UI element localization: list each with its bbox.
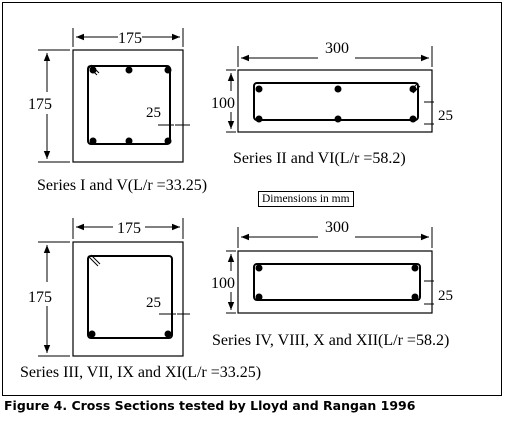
rebar — [409, 115, 417, 123]
section-square-bottom: 175 175 25 Series III, VII, IX and XI(L/… — [20, 218, 261, 381]
rebar — [125, 137, 133, 145]
section-outline — [237, 69, 433, 133]
stirrup-hook — [87, 64, 100, 76]
height-dimension-label: 100 — [211, 95, 235, 112]
rebar — [409, 85, 417, 93]
rebar — [164, 330, 172, 338]
rebar-group — [88, 330, 172, 338]
section-outline — [72, 49, 184, 163]
series-label: Series II and VI(L/r =58.2) — [233, 150, 406, 167]
rebar — [255, 264, 263, 272]
height-dimension-label: 175 — [28, 289, 52, 306]
width-dimension-label: 300 — [325, 219, 349, 236]
stirrup — [87, 255, 173, 339]
rebar — [255, 115, 263, 123]
figure-caption: Figure 4. Cross Sections tested by Lloyd… — [4, 398, 416, 413]
cover-dimension-label: 25 — [146, 105, 161, 121]
figure-frame — [2, 2, 502, 396]
rebar — [334, 115, 342, 123]
rebar — [334, 85, 342, 93]
rebar-group — [255, 264, 419, 301]
rebar — [89, 137, 97, 145]
width-dimension-label: 300 — [325, 40, 349, 57]
rebar — [164, 137, 172, 145]
rebar — [125, 66, 133, 74]
rebar — [411, 293, 419, 301]
width-dimension-label: 175 — [118, 30, 142, 47]
rebar-group — [89, 66, 172, 145]
section-rect-top: 300 100 25 Series II and VI(L/r =58.2) — [211, 40, 453, 167]
cross-section-diagram: 175 175 25 Series I and V(L/r =33.25) 30… — [20, 28, 453, 381]
stirrup-hook — [87, 254, 101, 267]
cover-dimension-label: 25 — [438, 288, 453, 304]
rebar — [164, 66, 172, 74]
section-outline — [72, 241, 184, 357]
section-rect-bottom: 300 100 25 Series IV, VIII, X and XII(L/… — [211, 219, 453, 349]
section-square-top: 175 175 25 Series I and V(L/r =33.25) — [28, 28, 207, 194]
height-dimension-label: 175 — [28, 96, 52, 113]
cover-dimension-label: 25 — [146, 295, 161, 311]
series-label: Series III, VII, IX and XI(L/r =33.25) — [20, 364, 261, 381]
series-label: Series I and V(L/r =33.25) — [37, 177, 207, 194]
dimensions-note: Dimensions in mm — [258, 191, 354, 207]
section-outline — [237, 250, 433, 314]
rebar — [255, 293, 263, 301]
series-label: Series IV, VIII, X and XII(L/r =58.2) — [212, 332, 449, 349]
stirrup — [253, 263, 421, 301]
rebar — [88, 330, 96, 338]
rebar — [255, 85, 263, 93]
rebar — [411, 264, 419, 272]
cover-dimension-label: 25 — [438, 108, 453, 124]
width-dimension-label: 175 — [117, 220, 141, 237]
rebar-group — [255, 85, 417, 123]
stirrup-hook — [409, 82, 421, 94]
height-dimension-label: 100 — [211, 275, 235, 292]
